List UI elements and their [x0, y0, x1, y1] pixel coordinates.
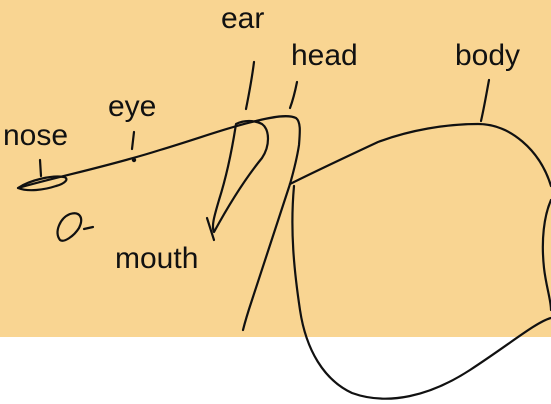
- label-body: body: [455, 41, 520, 71]
- ear-leader: [246, 62, 254, 109]
- label-eye: eye: [108, 92, 156, 122]
- body-outline: [292, 186, 551, 399]
- label-mouth: mouth: [115, 244, 198, 274]
- nose-leader: [40, 160, 41, 176]
- mouth-dash: [84, 227, 93, 229]
- body-leader: [481, 80, 489, 121]
- leg-line: [243, 184, 290, 330]
- neck-line: [290, 124, 551, 186]
- label-head: head: [291, 41, 358, 71]
- ear-outline: [213, 121, 268, 232]
- eye-leader: [132, 132, 134, 149]
- mouth-shape: [58, 213, 82, 240]
- label-nose: nose: [3, 121, 68, 151]
- head-leader: [290, 82, 297, 108]
- body-edge: [543, 200, 551, 310]
- label-ear: ear: [221, 4, 264, 34]
- nose-shape: [18, 177, 66, 191]
